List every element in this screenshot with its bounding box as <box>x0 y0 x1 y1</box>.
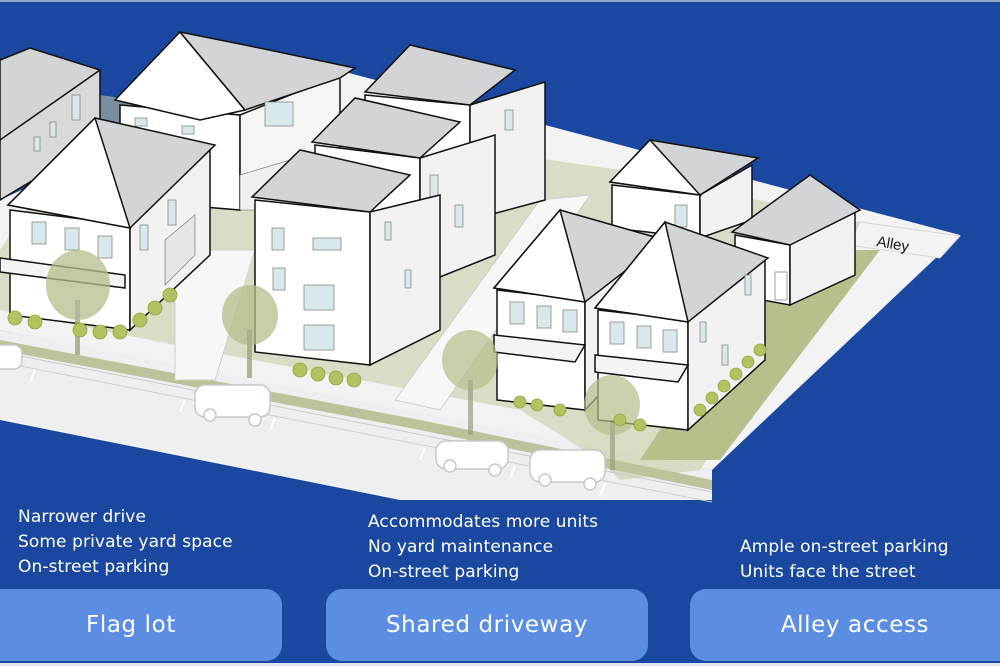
flag-lot-features: Narrower drive Some private yard space O… <box>18 505 233 580</box>
feature-text: Some private yard space <box>18 532 233 552</box>
tree-shared <box>222 285 278 378</box>
feature-text: Accommodates more units <box>368 512 599 532</box>
shared-driveway-button[interactable]: Shared driveway <box>326 589 648 661</box>
neighborhood-illustration: Alley <box>0 30 962 503</box>
feature-text: On-street parking <box>18 557 170 577</box>
flag-lot-button[interactable]: Flag lot <box>0 589 282 661</box>
shrubs-shared <box>292 362 362 388</box>
cars <box>0 344 606 491</box>
alley-house-right <box>593 220 770 432</box>
feature-text: Units face the street <box>740 562 916 582</box>
driveway-flag <box>174 249 256 381</box>
house-back-left <box>0 47 102 201</box>
shrubs-flag <box>7 287 178 340</box>
bottom-border <box>0 663 1000 666</box>
alley-access-button[interactable]: Alley access <box>690 589 1000 661</box>
feature-text: Narrower drive <box>18 507 147 527</box>
alley-access-features: Ample on-street parking Units face the s… <box>740 535 949 585</box>
button-label: Flag lot <box>86 612 176 638</box>
button-label: Alley access <box>780 612 930 638</box>
alley-garage-left <box>608 138 761 240</box>
shrubs-alley <box>513 343 767 432</box>
parking-marks <box>29 369 606 497</box>
feature-text: On-street parking <box>368 562 520 582</box>
top-border <box>0 0 1000 2</box>
button-label: Shared driveway <box>385 612 588 638</box>
alley-label: Alley <box>875 233 910 255</box>
feature-text: No yard maintenance <box>368 537 554 557</box>
shared-driveway-features: Accommodates more units No yard maintena… <box>368 510 598 585</box>
townhouse-front <box>250 149 441 367</box>
feature-text: Ample on-street parking <box>740 537 949 557</box>
